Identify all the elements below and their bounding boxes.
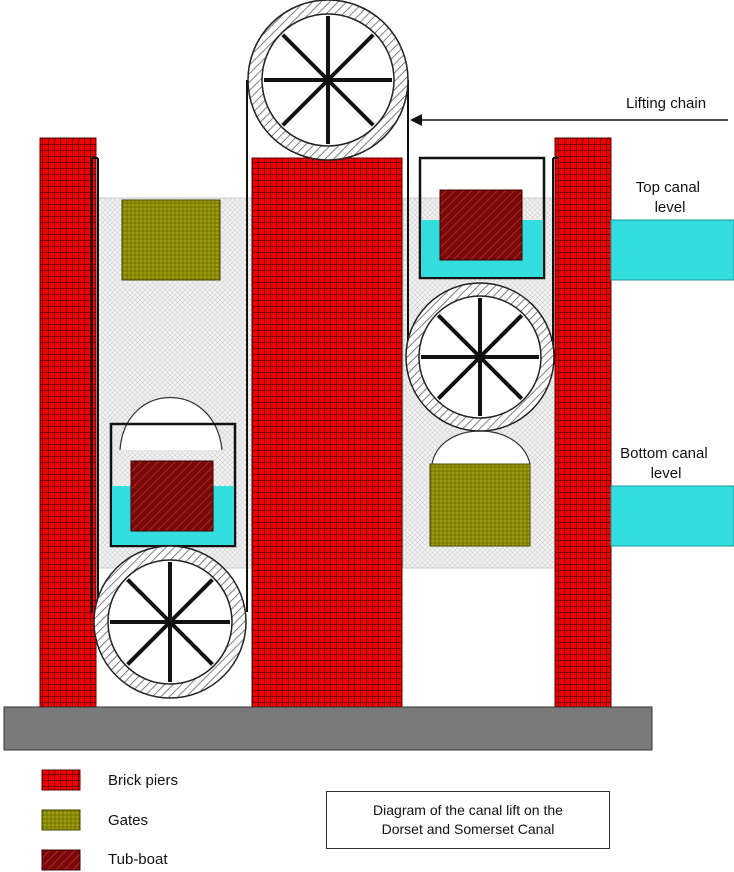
upper-tub-boat	[439, 189, 523, 261]
wheel-spoke	[436, 313, 482, 359]
wheel-spoke	[478, 355, 524, 401]
top-canal-level-label: Top canal level	[636, 179, 704, 216]
legend: Brick piers Gates Tub-boat	[41, 769, 178, 871]
wheel-spoke	[126, 620, 172, 666]
ground-base	[3, 706, 653, 751]
central-brick-pier	[251, 157, 403, 711]
wheel-spoke	[281, 78, 330, 127]
diagram-caption: Diagram of the canal lift on the Dorset …	[326, 791, 610, 849]
bottom-gate	[429, 463, 531, 547]
bottom-canal	[610, 485, 734, 547]
lifting-chain-label: Lifting chain	[626, 95, 706, 112]
caption-line-1: Diagram of the canal lift on the	[373, 802, 563, 818]
wheel-spoke	[281, 33, 330, 82]
caption-line-2: Dorset and Somerset Canal	[381, 821, 555, 837]
wheel-spoke	[126, 578, 172, 624]
lifting-chains	[91, 80, 558, 612]
lifting-chain-pointer	[410, 114, 728, 126]
wheel-spoke	[478, 313, 524, 359]
bottom-canal-level-label: Bottom canal level	[620, 445, 712, 482]
left-pulley-wheel	[93, 545, 247, 699]
top-pulley-wheel	[247, 0, 409, 161]
legend-label-brick: Brick piers	[108, 772, 178, 789]
wheel-spoke	[168, 578, 214, 624]
left-brick-pier	[39, 137, 97, 711]
legend-swatch-tub-boat	[41, 849, 81, 871]
top-canal	[610, 219, 734, 281]
wheel-spoke	[436, 355, 482, 401]
legend-swatch-brick	[41, 769, 81, 791]
legend-swatch-gates	[41, 809, 81, 831]
top-gate	[121, 199, 221, 281]
wheel-spoke	[326, 33, 375, 82]
lower-caisson	[109, 396, 237, 548]
right-brick-pier	[554, 137, 612, 711]
upper-caisson	[418, 156, 546, 280]
right-pulley-wheel	[405, 282, 555, 432]
legend-label-gates: Gates	[108, 812, 148, 829]
wheel-spoke	[168, 620, 214, 666]
legend-label-tub-boat: Tub-boat	[108, 851, 168, 868]
lower-tub-boat	[130, 460, 214, 532]
wheel-spoke	[326, 78, 375, 127]
